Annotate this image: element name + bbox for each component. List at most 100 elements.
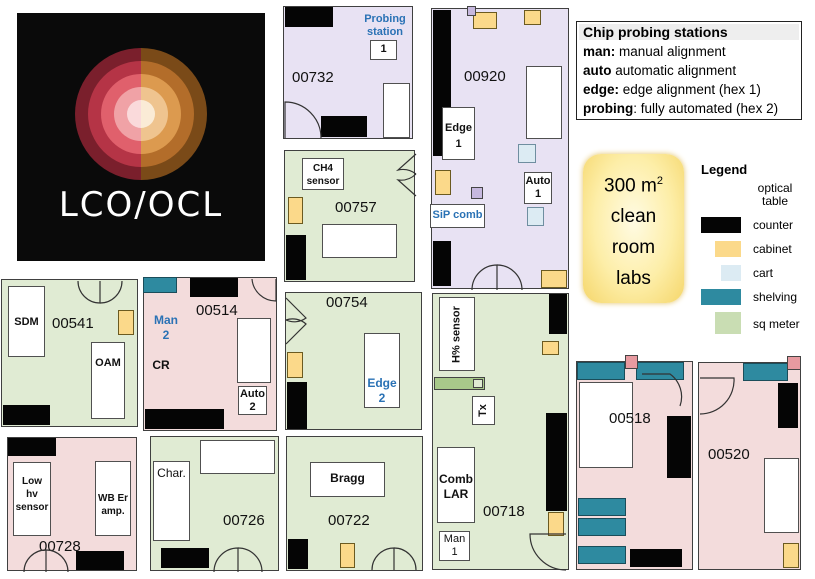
optical-table xyxy=(322,224,397,258)
edge-hex-label: 1 xyxy=(455,138,462,150)
char-label: Char. xyxy=(157,466,186,480)
green-box xyxy=(434,377,485,390)
low-hv-sensor-table xyxy=(13,462,51,536)
bragg-label: Bragg xyxy=(330,471,365,485)
low-hv-sensor-label: Low hv sensor xyxy=(15,476,49,513)
edge-label: Edge xyxy=(445,122,472,134)
cabinet xyxy=(541,270,567,288)
legend-swatch-sq-meter xyxy=(715,312,741,334)
door-icon xyxy=(395,153,417,197)
shelving xyxy=(743,363,788,381)
cr-label: CR xyxy=(152,358,170,372)
sdm-label: SDM xyxy=(14,316,39,328)
auto2-label: Auto 2 xyxy=(239,388,266,413)
auto2-table xyxy=(238,386,267,415)
room-number-00520: 00520 xyxy=(708,446,750,463)
legend-swatch-optical-table xyxy=(701,189,741,205)
counter xyxy=(630,549,682,567)
info-row: auto automatic alignment xyxy=(583,63,737,78)
legend-label: cabinet xyxy=(753,242,792,256)
edge2-table xyxy=(364,333,400,408)
legend: Legend optical table counter cabinet car… xyxy=(697,160,812,340)
counter xyxy=(76,551,124,570)
counter xyxy=(667,416,691,478)
probing-hex-label: 1 xyxy=(380,43,387,55)
info-row: edge: edge alignment (hex 1) xyxy=(583,82,761,97)
legend-swatch-counter xyxy=(701,217,741,233)
legend-label: shelving xyxy=(753,290,798,304)
door-icon xyxy=(529,533,567,571)
wb-er-amp-table xyxy=(95,461,131,536)
legend-label: sq meter xyxy=(753,317,800,331)
door-icon xyxy=(77,280,123,304)
h-sensor-label: H% sensor xyxy=(450,306,463,363)
optical-table xyxy=(200,440,275,474)
logo-target-icon xyxy=(75,48,207,180)
oam-table xyxy=(91,342,125,419)
man1-table xyxy=(439,531,470,561)
shelving xyxy=(578,546,626,564)
optical-table xyxy=(526,66,562,139)
oam-label: OAM xyxy=(95,357,121,369)
info-box-title: Chip probing stations xyxy=(579,24,799,40)
door-icon xyxy=(371,547,417,571)
edge2-label: Edge 2 xyxy=(367,376,397,405)
room-number-00757: 00757 xyxy=(335,199,377,216)
room-number-00518: 00518 xyxy=(609,410,651,427)
shelving xyxy=(577,362,625,380)
tx-table xyxy=(472,396,495,425)
cabinet xyxy=(783,543,799,568)
auto1-table xyxy=(524,172,552,204)
optical-table xyxy=(237,318,271,383)
room-number-00541: 00541 xyxy=(52,315,94,332)
counter xyxy=(287,382,307,429)
door-icon xyxy=(285,297,307,345)
counter xyxy=(3,405,50,425)
area-badge: 300 m2 clean room labs xyxy=(583,154,684,303)
cabinet xyxy=(548,512,564,536)
counter xyxy=(433,241,451,286)
cabinet xyxy=(118,310,134,335)
edge-station-table xyxy=(442,107,475,160)
legend-swatch-cart xyxy=(721,265,741,281)
h-sensor-table xyxy=(439,297,475,371)
legend-label: cart xyxy=(753,266,774,280)
tx-label: Tx xyxy=(477,404,489,417)
counter xyxy=(778,383,798,428)
door-icon xyxy=(471,264,523,291)
small-box xyxy=(787,356,801,370)
cart xyxy=(527,207,544,226)
room-number-00514: 00514 xyxy=(196,302,238,319)
cabinet xyxy=(542,341,559,355)
legend-label: optical table xyxy=(757,181,793,208)
door-icon xyxy=(699,377,735,415)
probing-station-table xyxy=(370,40,397,60)
char-table xyxy=(153,461,190,541)
cabinet xyxy=(473,12,497,29)
counter xyxy=(285,7,333,27)
cabinet xyxy=(340,543,355,568)
counter xyxy=(161,548,209,568)
sdm-table xyxy=(8,286,45,357)
optical-table xyxy=(383,83,410,138)
legend-label: counter xyxy=(753,218,794,232)
comb-lar-table xyxy=(437,447,475,523)
man2-label: Man 2 xyxy=(154,313,178,342)
man1-label: Man 1 xyxy=(443,533,466,558)
shelving xyxy=(578,498,626,516)
counter xyxy=(546,413,567,511)
shelving xyxy=(143,277,177,293)
info-row: probing: fully automated (hex 2) xyxy=(583,101,779,116)
green-box xyxy=(473,379,483,388)
room-number-00726: 00726 xyxy=(223,512,265,529)
counter xyxy=(190,278,238,297)
room-number-00718: 00718 xyxy=(483,503,525,520)
sip-comb-label: SiP comb xyxy=(432,209,483,221)
room-number-00920: 00920 xyxy=(464,68,506,85)
room-number-00722: 00722 xyxy=(328,512,370,529)
optical-table xyxy=(579,382,633,468)
legend-swatch-shelving xyxy=(701,289,741,305)
legend-title: Legend xyxy=(701,162,748,177)
counter xyxy=(549,294,567,334)
optical-table xyxy=(764,458,799,533)
